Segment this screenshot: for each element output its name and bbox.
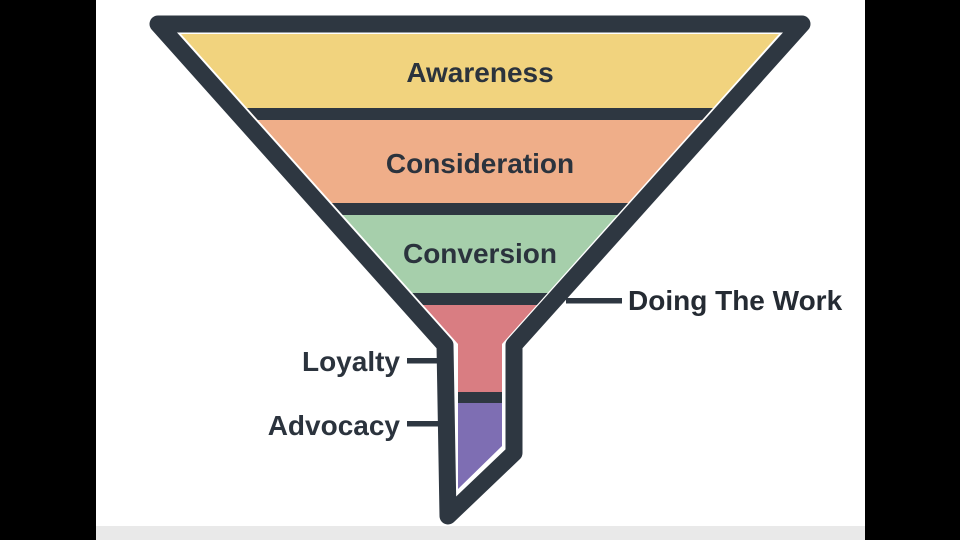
doing-the-work-connector-line <box>566 298 622 304</box>
doing-the-work-label: Doing The Work <box>628 285 843 316</box>
stage-label-loyalty: Loyalty <box>302 346 400 377</box>
stage-label-consideration: Consideration <box>386 148 574 179</box>
divider-awareness-consideration <box>181 108 779 120</box>
stage-label-awareness: Awareness <box>406 57 553 88</box>
stage-band-awareness <box>181 34 779 114</box>
divider-loyalty-advocacy <box>181 392 779 403</box>
advocacy-connector-line <box>407 421 438 427</box>
footer-strip <box>96 526 865 540</box>
stage-label-advocacy: Advocacy <box>268 410 401 441</box>
stage-label-conversion: Conversion <box>403 238 557 269</box>
loyalty-connector-line <box>407 358 438 364</box>
